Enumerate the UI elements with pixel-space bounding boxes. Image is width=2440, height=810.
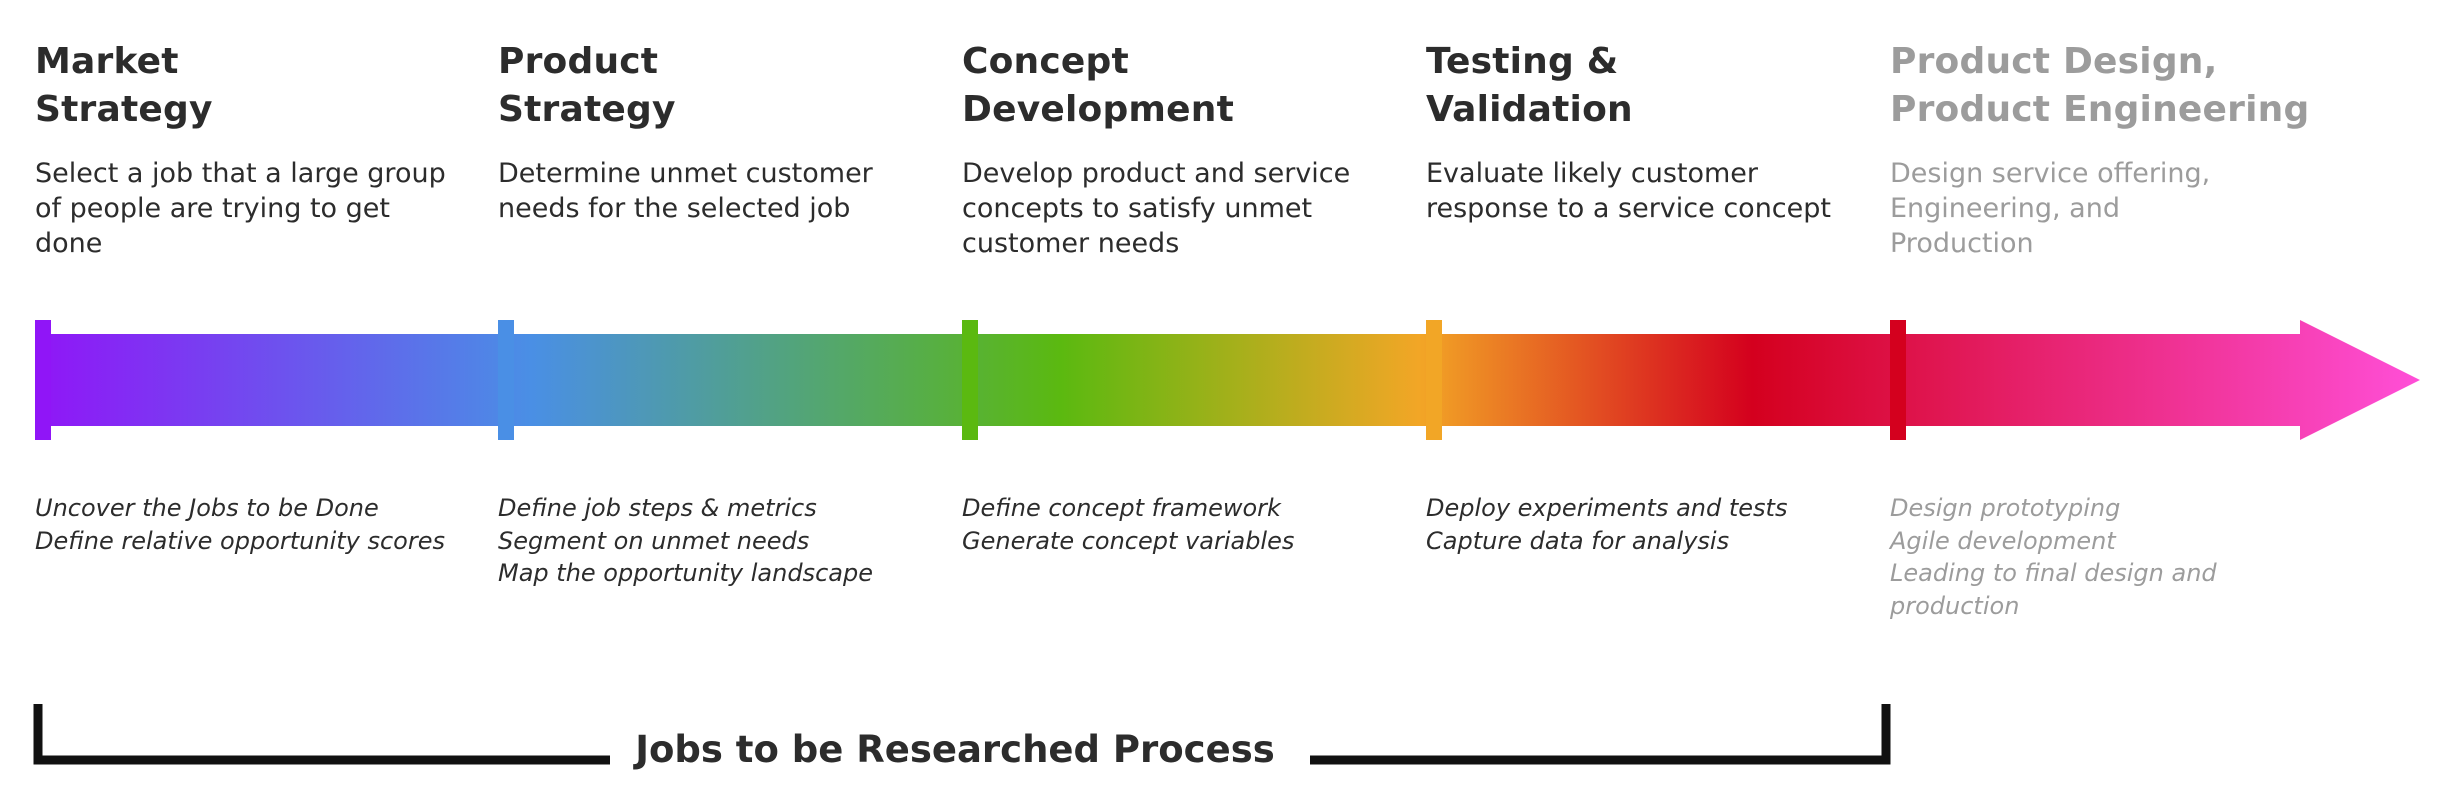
- task-item: Define concept framework: [962, 494, 1281, 522]
- stage-marker-product-strategy: [498, 320, 514, 440]
- task-item: Define relative opportunity scores: [35, 526, 446, 555]
- stage-title: Product Strategy: [498, 38, 928, 134]
- task-item: Leading to final design and production: [1890, 559, 2217, 620]
- stage-market-strategy: Market Strategy Select a job that a larg…: [35, 38, 465, 261]
- stage-title-line2: Development: [962, 89, 1234, 130]
- task-item: Capture data for analysis: [1426, 526, 1730, 555]
- stage-tasks-testing-validation: Deploy experiments and tests Capture dat…: [1426, 492, 1856, 557]
- stage-title: Concept Development: [962, 38, 1392, 134]
- task-item: Deploy experiments and tests: [1426, 494, 1788, 522]
- stage-description: Design service offering, Engineering, an…: [1890, 158, 2211, 259]
- stage-tasks-product-design: Design prototyping Agile development Lea…: [1890, 492, 2220, 622]
- stage-testing-validation: Testing & Validation Evaluate likely cus…: [1426, 38, 1856, 226]
- stage-title-line2: Validation: [1426, 89, 1633, 130]
- task-item: Map the opportunity landscape: [498, 559, 873, 587]
- stage-description: Select a job that a large group of peopl…: [35, 158, 446, 259]
- task-item: Generate concept variables: [962, 526, 1295, 555]
- stage-title-line1: Product: [498, 41, 659, 82]
- task-item: Agile development: [1890, 526, 2116, 555]
- stage-description: Develop product and service concepts to …: [962, 158, 1351, 259]
- task-item: Segment on unmet needs: [498, 526, 810, 555]
- stage-title-line2: Strategy: [498, 89, 676, 130]
- stage-title-line1: Concept: [962, 41, 1129, 82]
- stage-title-line2: Product Engineering: [1890, 89, 2310, 130]
- stage-marker-product-design: [1890, 320, 1906, 440]
- stage-product-design: Product Design, Product Engineering Desi…: [1890, 38, 2340, 261]
- stage-title-line1: Product Design,: [1890, 41, 2218, 82]
- stage-description: Determine unmet customer needs for the s…: [498, 158, 873, 224]
- stage-tasks-product-strategy: Define job steps & metrics Segment on un…: [498, 492, 928, 590]
- stage-marker-market-strategy: [35, 320, 51, 440]
- stage-marker-concept-development: [962, 320, 978, 440]
- stage-title: Market Strategy: [35, 38, 465, 134]
- stage-concept-development: Concept Development Develop product and …: [962, 38, 1392, 261]
- stage-title: Testing & Validation: [1426, 38, 1856, 134]
- stage-tasks-market-strategy: Uncover the Jobs to be Done Define relat…: [35, 492, 465, 557]
- stage-title-line1: Testing &: [1426, 41, 1619, 82]
- stage-tasks-concept-development: Define concept framework Generate concep…: [962, 492, 1392, 557]
- stage-marker-testing-validation: [1426, 320, 1442, 440]
- process-arrow-body: [35, 320, 2420, 440]
- stage-title-line1: Market: [35, 41, 179, 82]
- bracket-left: [33, 704, 610, 765]
- stage-title: Product Design, Product Engineering: [1890, 38, 2340, 134]
- stage-product-strategy: Product Strategy Determine unmet custome…: [498, 38, 928, 226]
- process-label: Jobs to be Researched Process: [635, 728, 1275, 771]
- stage-title-line2: Strategy: [35, 89, 213, 130]
- task-item: Uncover the Jobs to be Done: [35, 494, 379, 522]
- stage-description: Evaluate likely customer response to a s…: [1426, 158, 1831, 224]
- bracket-right: [1310, 704, 1891, 765]
- task-item: Design prototyping: [1890, 494, 2121, 522]
- task-item: Define job steps & metrics: [498, 494, 817, 522]
